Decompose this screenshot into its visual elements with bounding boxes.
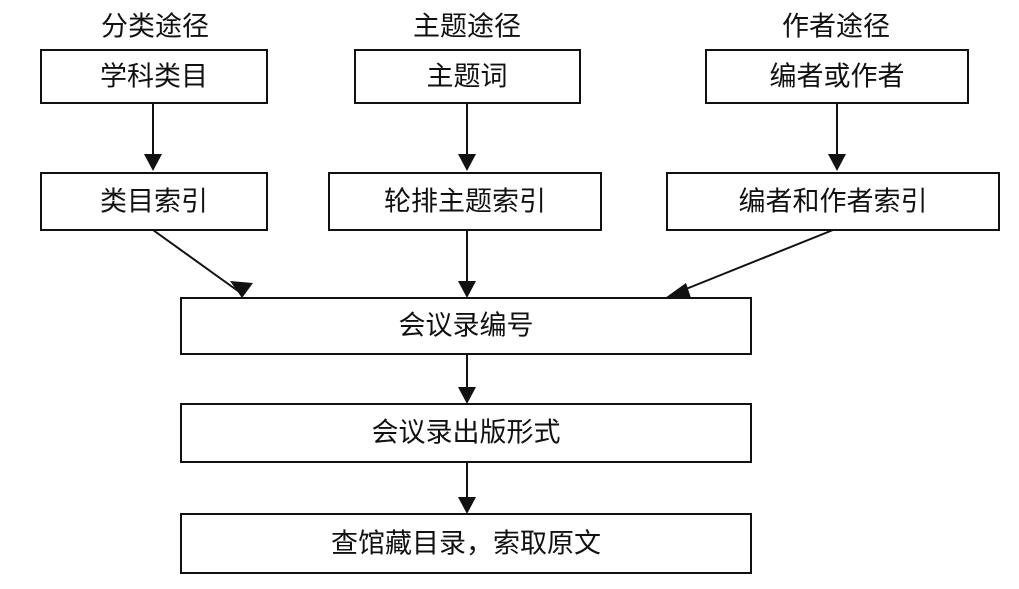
node-subject-category-label: 学科类目 [100,62,208,93]
node-proceedings-format: 会议录出版形式 [180,403,752,463]
node-check-catalog: 查馆藏目录，索取原文 [180,513,752,574]
node-subject-term-label: 主题词 [427,62,508,93]
node-category-index: 类目索引 [40,172,268,231]
node-rotated-subject-index: 轮排主题索引 [328,172,602,231]
arrowhead-number-to-format [458,387,476,404]
arrowhead-format-to-catalog [458,497,476,514]
node-editor-or-author-label: 编者或作者 [770,62,905,93]
heading-classification: 分类途径 [101,12,209,43]
heading-subject: 主题途径 [413,12,521,43]
arrowhead-subject-to-number [458,281,476,298]
arrowhead-category-down [144,154,162,171]
node-proceedings-format-label: 会议录出版形式 [372,418,561,449]
node-editor-author-index: 编者和作者索引 [666,172,1000,231]
edge-author-to-number [680,229,834,292]
arrowhead-author-down [828,154,846,171]
node-editor-author-index-label: 编者和作者索引 [739,187,928,218]
node-category-index-label: 类目索引 [100,187,208,218]
node-subject-category: 学科类目 [40,49,268,104]
node-proceedings-number-label: 会议录编号 [399,311,534,342]
node-editor-or-author: 编者或作者 [705,49,969,104]
node-subject-term: 主题词 [354,49,581,104]
arrowhead-category-to-number [230,281,253,298]
node-proceedings-number: 会议录编号 [180,297,752,355]
edge-category-to-number [152,229,239,292]
node-rotated-subject-index-label: 轮排主题索引 [384,187,546,218]
arrowhead-subject-down [458,154,476,171]
heading-author: 作者途径 [782,12,890,43]
node-check-catalog-label: 查馆藏目录，索取原文 [331,529,601,560]
arrowhead-author-to-number [665,283,691,298]
